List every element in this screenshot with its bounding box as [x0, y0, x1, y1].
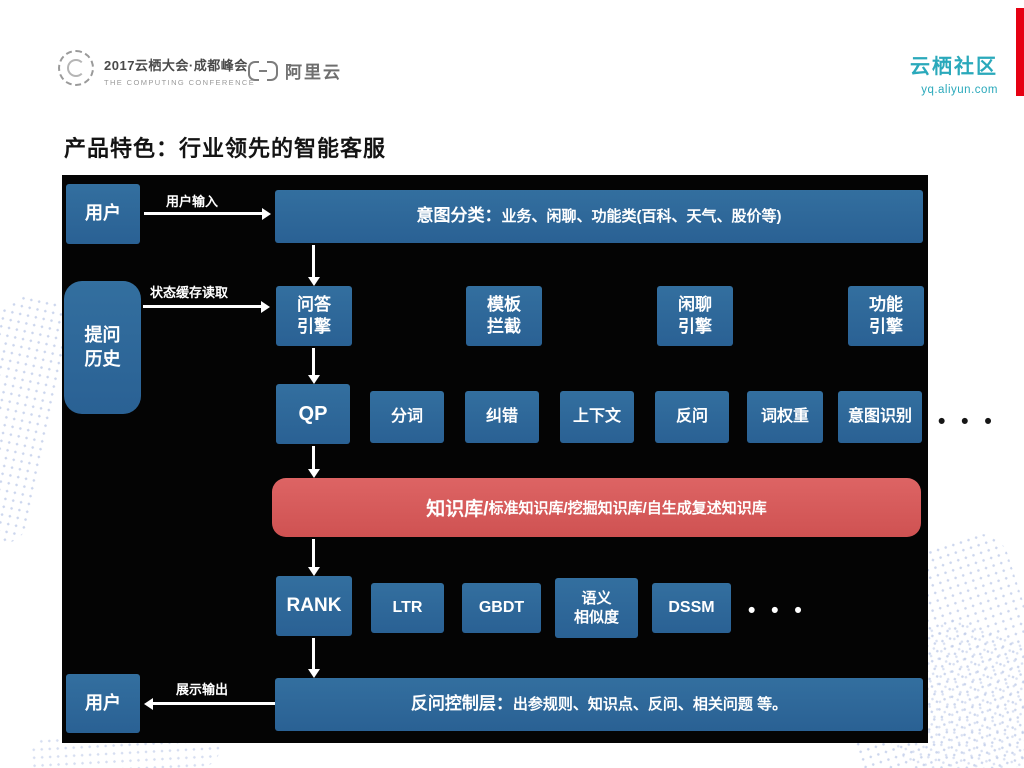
- control-title: 反问控制层：: [410, 694, 513, 714]
- function-engine-box: 功能 引擎: [848, 286, 924, 346]
- intent-recognition-box: 意图识别: [838, 391, 922, 443]
- control-desc: 出参规则、知识点、反问、相关问题 等。: [512, 695, 788, 713]
- red-accent-bar: [1016, 8, 1024, 96]
- user-top-label: 用户: [85, 203, 121, 224]
- history-line1: 提问: [84, 325, 121, 346]
- dssm-label: DSSM: [668, 598, 715, 616]
- intent-classify-box: 意图分类： 业务、闲聊、功能类(百科、天气、股价等): [275, 190, 923, 243]
- semantic-line2: 相似度: [573, 609, 619, 626]
- counter-control-layer-box: 反问控制层： 出参规则、知识点、反问、相关问题 等。: [275, 678, 923, 731]
- chat-engine-box: 闲聊 引擎: [657, 286, 733, 346]
- aliyun-label: 阿里云: [285, 63, 342, 82]
- aliyun-brackets-icon: [248, 60, 278, 81]
- user-bottom-label: 用户: [85, 692, 121, 713]
- community-logo: 云栖社区 yq.aliyun.com: [910, 50, 998, 96]
- template-line1: 模板: [487, 294, 521, 314]
- word-weight-box: 词权重: [747, 391, 823, 443]
- community-url: yq.aliyun.com: [921, 84, 998, 96]
- rank-box: RANK: [276, 576, 352, 636]
- segmentation-label: 分词: [390, 407, 423, 425]
- architecture-diagram: 用户 用户输入 意图分类： 业务、闲聊、功能类(百科、天气、股价等) 提问 历史…: [62, 175, 928, 743]
- knowledge-base-box: 知识库/ 标准知识库/挖掘知识库/自生成复述知识库: [272, 478, 921, 537]
- arrow-history-to-qa: [143, 300, 270, 313]
- chat-engine-line2: 引擎: [678, 317, 712, 336]
- ltr-label: LTR: [392, 598, 423, 616]
- conference-logo-icon: [58, 50, 94, 86]
- counter-question-label: 反问: [675, 407, 708, 425]
- semantic-similarity-box: 语义 相似度: [555, 578, 638, 638]
- conference-subtitle: THE COMPUTING CONFERENCE: [104, 78, 256, 87]
- gbdt-box: GBDT: [462, 583, 541, 633]
- arrow-label-state-cache: 状态缓存读取: [150, 285, 229, 300]
- error-correction-box: 纠错: [465, 391, 539, 443]
- intent-title: 意图分类：: [416, 206, 502, 226]
- dssm-box: DSSM: [652, 583, 731, 633]
- user-top-box: 用户: [66, 184, 140, 244]
- arrow-qp-to-kb: [307, 446, 320, 478]
- rank-row-ellipsis: • • •: [748, 599, 807, 622]
- user-bottom-box: 用户: [66, 674, 140, 733]
- arrow-kb-to-rank: [307, 539, 320, 576]
- function-engine-line1: 功能: [869, 294, 903, 314]
- arrow-user-to-intent: [144, 207, 271, 220]
- arrow-label-display-output: 展示输出: [176, 682, 229, 697]
- question-history-box: 提问 历史: [64, 281, 141, 414]
- qa-engine-line2: 引擎: [297, 317, 331, 336]
- arrow-control-to-user: [144, 697, 275, 710]
- qp-label: QP: [298, 403, 328, 425]
- rank-label: RANK: [286, 594, 342, 616]
- qp-row-ellipsis: • • •: [938, 410, 997, 433]
- page-title: 产品特色：行业领先的智能客服: [64, 136, 387, 161]
- qa-engine-box: 问答 引擎: [276, 286, 352, 346]
- conference-logo-text: 2017云栖大会·成都峰会 THE COMPUTING CONFERENCE: [104, 55, 255, 87]
- semantic-line1: 语义: [581, 589, 612, 607]
- counter-question-box: 反问: [655, 391, 729, 443]
- community-name: 云栖社区: [910, 56, 998, 78]
- gbdt-label: GBDT: [478, 598, 525, 616]
- aliyun-dash-icon: [259, 69, 267, 72]
- qp-box: QP: [276, 384, 350, 444]
- intent-recognition-label: 意图识别: [847, 407, 912, 425]
- qa-engine-line1: 问答: [297, 294, 331, 314]
- error-correction-label: 纠错: [485, 407, 518, 425]
- function-engine-line2: 引擎: [869, 317, 903, 336]
- arrow-rank-to-control: [307, 638, 320, 678]
- context-box: 上下文: [560, 391, 634, 443]
- segmentation-box: 分词: [370, 391, 444, 443]
- aliyun-logo: 阿里云: [248, 58, 342, 83]
- ltr-box: LTR: [371, 583, 444, 633]
- arrow-intent-to-qa: [307, 245, 320, 286]
- kb-title: 知识库/: [426, 499, 489, 520]
- arrow-qa-to-qp: [307, 348, 320, 384]
- kb-desc: 标准知识库/挖掘知识库/自生成复述知识库: [488, 500, 767, 517]
- context-label: 上下文: [572, 407, 621, 425]
- template-line2: 拦截: [487, 317, 521, 336]
- arrow-label-user-input: 用户输入: [166, 194, 219, 209]
- conference-name: 2017云栖大会·成都峰会: [104, 58, 248, 73]
- intent-desc: 业务、闲聊、功能类(百科、天气、股价等): [501, 207, 782, 225]
- template-intercept-box: 模板 拦截: [466, 286, 542, 346]
- chat-engine-line1: 闲聊: [678, 294, 712, 314]
- word-weight-label: 词权重: [760, 407, 809, 425]
- history-line2: 历史: [84, 348, 121, 369]
